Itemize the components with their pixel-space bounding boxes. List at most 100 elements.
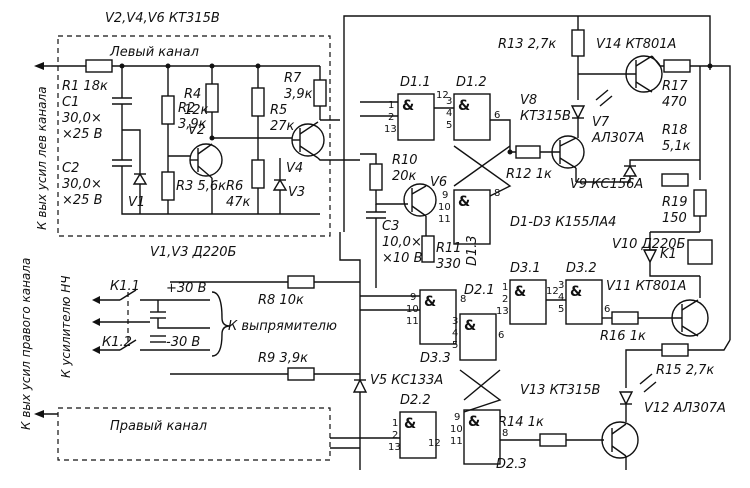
left-output-label: К вых усил лев канала [35, 86, 49, 230]
transistor-v6 [403, 183, 437, 217]
resistor-r10 [369, 163, 383, 191]
svg-text:1: 1 [388, 100, 394, 111]
r1-label: R1 18к [62, 79, 108, 94]
r2-value: 3,9к [178, 117, 207, 132]
gate-d1-3-symbol: & [458, 194, 470, 210]
left-channel-label: Левый канал [109, 45, 199, 60]
r4-value: 12к [184, 103, 209, 118]
d22-label: D2.2 [400, 393, 431, 408]
svg-text:6: 6 [604, 304, 610, 315]
right-channel-label: Правый канал [110, 419, 207, 434]
resistor-r17 [663, 59, 691, 73]
right-channel-box [57, 407, 331, 461]
resistor-r8 [287, 275, 315, 289]
svg-text:4: 4 [446, 108, 452, 119]
r14-label: R14 1к [498, 415, 544, 430]
r13-label: R13 2,7к [498, 37, 556, 52]
svg-text:12: 12 [436, 90, 449, 101]
svg-text:9: 9 [442, 190, 448, 201]
resistor-r19 [693, 189, 707, 217]
svg-text:11: 11 [406, 316, 419, 327]
resistor-r6 [251, 159, 265, 189]
svg-text:3: 3 [452, 316, 458, 327]
svg-text:11: 11 [438, 214, 451, 225]
svg-text:12: 12 [428, 438, 441, 449]
r10-value: 20к [392, 169, 417, 184]
right-out-arrow [34, 410, 44, 418]
svg-text:10: 10 [438, 202, 451, 213]
svg-text:13: 13 [384, 124, 397, 135]
v2-label: V2 [188, 123, 205, 138]
gate-d3-1-symbol: & [514, 284, 526, 300]
gate-d2-2-symbol: & [404, 416, 416, 432]
c2-label: C2 [62, 161, 79, 176]
k12-label: К1.2 [102, 335, 132, 350]
svg-text:11: 11 [450, 436, 463, 447]
v9-label: V9 КС156А [570, 177, 643, 192]
v7-type: АЛ307А [591, 131, 644, 146]
d23-label: D2.3 [496, 457, 527, 472]
transistor-v13 [601, 421, 639, 459]
v8-label: V8 [520, 93, 537, 108]
r5-label: R5 [270, 103, 287, 118]
r17-label: R17 [662, 79, 688, 94]
r11-value: 330 [436, 257, 461, 272]
c1-voltage: ×25 В [62, 127, 103, 142]
svg-text:6: 6 [498, 330, 504, 341]
v14-label: V14 КТ801А [596, 37, 676, 52]
r18-label: R18 [662, 123, 688, 138]
r19-label: R19 [662, 195, 688, 210]
resistor-r14 [539, 433, 567, 447]
plus30-label: +30 В [166, 281, 207, 296]
svg-text:4: 4 [452, 328, 458, 339]
v7-label: V7 [592, 115, 610, 130]
svg-text:8: 8 [502, 428, 508, 439]
svg-text:9: 9 [410, 292, 416, 303]
svg-text:12: 12 [546, 286, 559, 297]
r17-value: 470 [662, 95, 687, 110]
svg-text:1: 1 [502, 282, 508, 293]
c2-value: 30,0× [62, 177, 102, 192]
c3-value: 10,0× [382, 235, 422, 250]
to-amp-label: К усилителю НЧ [59, 275, 73, 378]
resistor-r13 [571, 29, 585, 57]
r15-label: R15 2,7к [656, 363, 714, 378]
d31-label: D3.1 [510, 261, 541, 276]
svg-text:8: 8 [494, 188, 500, 199]
k11-label: К1.1 [110, 279, 140, 294]
resistor-r16 [611, 311, 639, 325]
gate-d3-3-symbol: & [424, 294, 436, 310]
svg-text:6: 6 [494, 110, 500, 121]
v1-label: V1 [128, 195, 145, 210]
rectifier-brace [211, 291, 231, 357]
v1v3-label: V1,V3 Д220Б [150, 245, 237, 260]
resistor-r3 [161, 171, 175, 201]
d1d3-label: D1-D3 К155ЛА4 [510, 215, 616, 230]
r8-label: R8 10к [258, 293, 304, 308]
v3-label: V3 [288, 185, 305, 200]
svg-text:3: 3 [446, 96, 452, 107]
right-output-label: К вых усил правого канала [19, 258, 33, 430]
c3-label: C3 [382, 219, 399, 234]
r5-value: 27к [270, 119, 295, 134]
resistor-r7 [313, 79, 327, 107]
svg-text:8: 8 [460, 294, 466, 305]
c1-value: 30,0× [62, 111, 102, 126]
gate-d1-1 [397, 93, 435, 141]
svg-text:5: 5 [558, 304, 564, 315]
v4-label: V4 [286, 161, 303, 176]
minus30-label: -30 В [166, 335, 200, 350]
k1-label: K1 [660, 247, 677, 262]
d21-label: D2.1 [464, 283, 495, 298]
r9-label: R9 3,9к [258, 351, 308, 366]
left-out-arrow [34, 62, 44, 70]
resistor-r12 [515, 145, 541, 159]
r3-label: R3 5,6к [176, 179, 226, 194]
resistor-r5 [251, 87, 265, 117]
r7-label: R7 [284, 71, 302, 86]
gate-d1-2 [453, 93, 491, 141]
gate-d2-2 [399, 411, 437, 459]
v13-label: V13 КТ315В [520, 383, 601, 398]
r19-value: 150 [662, 211, 687, 226]
